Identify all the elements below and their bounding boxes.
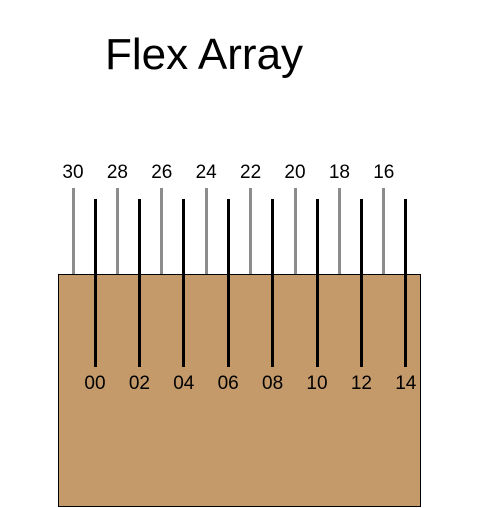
pin-label-top-20: 20	[284, 162, 306, 183]
pin-label-bottom-10: 10	[306, 373, 328, 394]
pin-bottom-12	[359, 199, 363, 367]
pin-label-top-28: 28	[106, 162, 128, 183]
pin-bottom-10	[315, 199, 319, 367]
pin-label-top-18: 18	[328, 162, 350, 183]
pin-label-bottom-12: 12	[350, 373, 372, 394]
pin-top-30	[71, 188, 75, 274]
pin-top-28	[115, 188, 119, 274]
pin-label-bottom-00: 00	[84, 373, 106, 394]
pin-bottom-02	[137, 199, 141, 367]
pin-top-22	[249, 188, 253, 274]
pin-top-20	[293, 188, 297, 274]
pin-label-bottom-14: 14	[395, 373, 417, 394]
pin-label-top-26: 26	[151, 162, 173, 183]
pin-top-18	[337, 188, 341, 274]
pin-bottom-06	[226, 199, 230, 367]
pin-bottom-04	[182, 199, 186, 367]
pin-label-bottom-04: 04	[173, 373, 195, 394]
pin-top-26	[160, 188, 164, 274]
pin-label-top-22: 22	[240, 162, 262, 183]
pin-bottom-14	[404, 199, 408, 367]
pin-label-top-24: 24	[195, 162, 217, 183]
pin-label-bottom-08: 08	[262, 373, 284, 394]
pin-label-bottom-06: 06	[217, 373, 239, 394]
pin-top-24	[204, 188, 208, 274]
diagram-title: Flex Array	[105, 30, 304, 79]
pin-bottom-00	[93, 199, 97, 367]
pin-label-bottom-02: 02	[128, 373, 150, 394]
pin-top-16	[382, 188, 386, 274]
pin-bottom-08	[271, 199, 275, 367]
pin-label-top-16: 16	[373, 162, 395, 183]
pin-label-top-30: 30	[62, 162, 84, 183]
